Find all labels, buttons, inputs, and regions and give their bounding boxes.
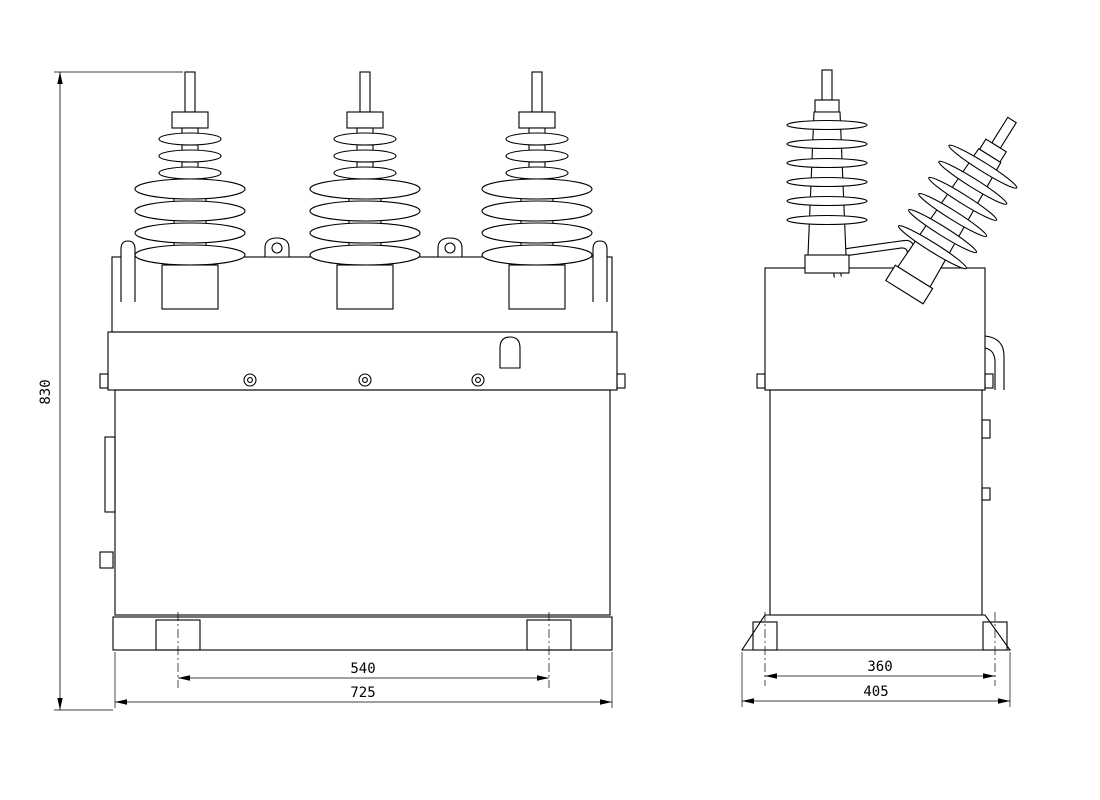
keyhole-slot (499, 336, 521, 369)
cable-elbow-outer (984, 335, 1005, 390)
cable-elbow-inner (984, 347, 996, 390)
flange-ear-right (984, 373, 994, 389)
dimension-label-830: 830 (38, 379, 54, 404)
lifting-hook-left (120, 240, 136, 302)
front-tank (99, 237, 626, 688)
dimension-side-feet-span: 360 (765, 659, 995, 679)
lifting-lug (264, 237, 290, 258)
tank-base-skid (740, 614, 1012, 651)
lifting-lug (437, 237, 463, 258)
lifting-hook-right (592, 240, 608, 302)
tank-body (769, 389, 983, 616)
flange-ear-right (616, 373, 626, 389)
tank-body (114, 389, 611, 616)
flange-ear-left (756, 373, 766, 389)
front-bushing-phase-c (481, 71, 593, 310)
front-bushing-phase-b (309, 71, 421, 310)
tank-lid (764, 267, 986, 391)
side-tank (740, 267, 1012, 686)
flange-bolt (243, 373, 257, 387)
side-panel (104, 436, 116, 513)
dimension-overall-height: 830 (38, 71, 183, 711)
front-view (99, 71, 626, 688)
dimension-front-base-width: 725 (114, 652, 613, 708)
side-tab (99, 551, 114, 569)
front-bushing-phase-a (134, 71, 246, 310)
dimension-front-feet-span: 540 (178, 661, 549, 681)
dimension-label-540: 540 (350, 661, 375, 677)
dimension-side-base-width: 405 (741, 652, 1011, 707)
dimension-label-405: 405 (863, 684, 888, 700)
tank-base-plate (112, 616, 613, 651)
side-bushing-vertical (786, 69, 868, 274)
side-view (740, 69, 1047, 686)
dimension-label-725: 725 (350, 685, 375, 701)
flange-bolt (358, 373, 372, 387)
dimension-label-360: 360 (867, 659, 892, 675)
side-tab-upper (981, 419, 991, 439)
side-tab-lower (981, 487, 991, 501)
flange-bolt (471, 373, 485, 387)
flange-ear-left (99, 373, 109, 389)
side-bushing-inclined (869, 98, 1047, 314)
